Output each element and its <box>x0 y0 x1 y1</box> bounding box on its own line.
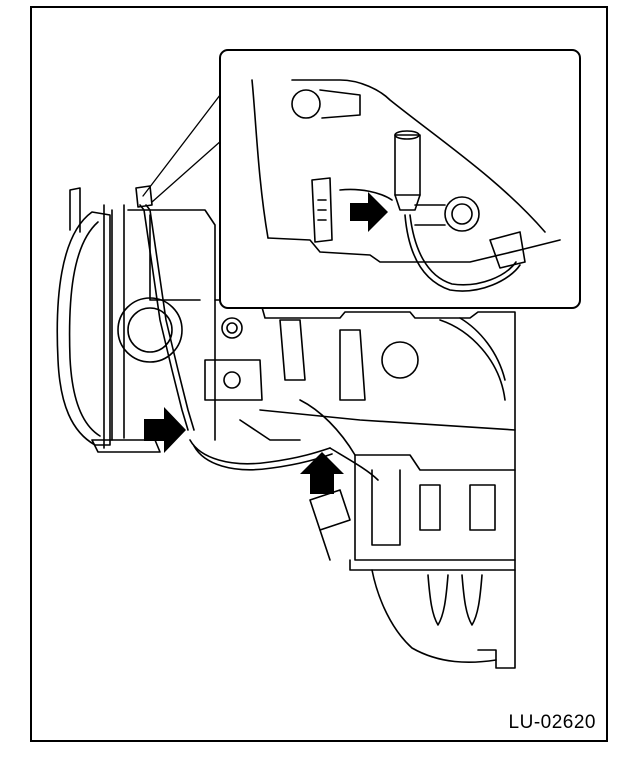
right-arrow-icon <box>144 407 186 453</box>
timing-belt-cover <box>56 187 161 453</box>
engine-block <box>117 209 516 669</box>
right-arrow-icon <box>350 192 388 232</box>
figure-code: LU-02620 <box>508 712 596 733</box>
inset-leader-lines <box>142 81 231 203</box>
up-arrow-icon <box>300 452 344 494</box>
inset-detail <box>219 49 581 309</box>
oil-pan <box>309 454 516 663</box>
